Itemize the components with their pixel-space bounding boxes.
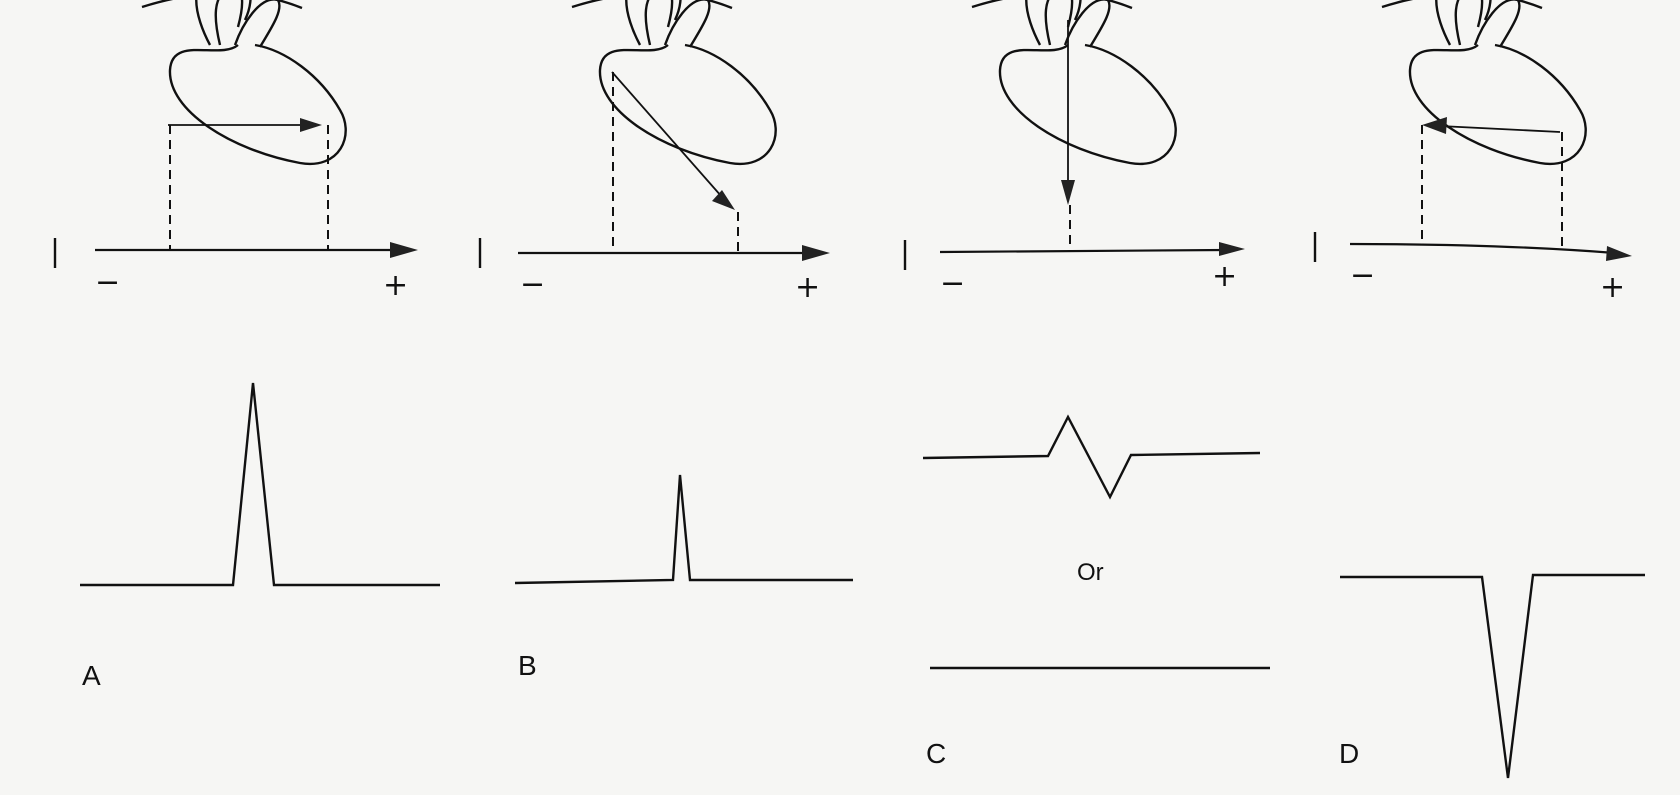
lead-axis-arrowhead [1606, 246, 1632, 261]
panel-b: − + B [478, 0, 853, 681]
vector-arrowhead [1061, 180, 1075, 205]
panel-a: − + A [53, 0, 440, 691]
lead-axis-arrowhead [390, 242, 418, 258]
lead-axis [939, 248, 1226, 254]
panel-label: C [926, 738, 946, 769]
vector-arrow [611, 71, 723, 198]
negative-pole-label: − [520, 267, 545, 302]
heart-icon [138, 0, 347, 166]
ecg-waveform [1340, 573, 1645, 779]
vector-arrowhead [1422, 117, 1447, 134]
vector-arrowhead [712, 190, 735, 210]
panel-label: D [1339, 738, 1359, 769]
ecg-waveform [922, 414, 1261, 500]
vector-arrow [1439, 125, 1561, 133]
or-label: Or [1077, 559, 1104, 586]
negative-pole-label: − [95, 265, 120, 300]
negative-pole-label: − [940, 266, 965, 301]
heart-icon [1378, 0, 1587, 166]
heart-icon [968, 0, 1177, 166]
lead-axis-arrowhead [802, 245, 830, 261]
positive-pole-label: + [1212, 259, 1237, 294]
ecg-waveform [80, 382, 440, 587]
panel-d: − + D [1313, 0, 1645, 779]
lead-axis-arrowhead [1219, 242, 1245, 256]
heart-icon [568, 0, 777, 166]
panel-label: B [518, 650, 537, 681]
lead-axis [1349, 242, 1616, 255]
ecg-waveform [514, 474, 853, 585]
negative-pole-label: − [1350, 258, 1375, 293]
panel-c: − + Or C [903, 0, 1270, 769]
positive-pole-label: + [383, 268, 408, 303]
panel-label: A [82, 660, 101, 691]
vector-arrowhead [300, 118, 322, 132]
positive-pole-label: + [1600, 270, 1625, 305]
positive-pole-label: + [795, 270, 820, 305]
